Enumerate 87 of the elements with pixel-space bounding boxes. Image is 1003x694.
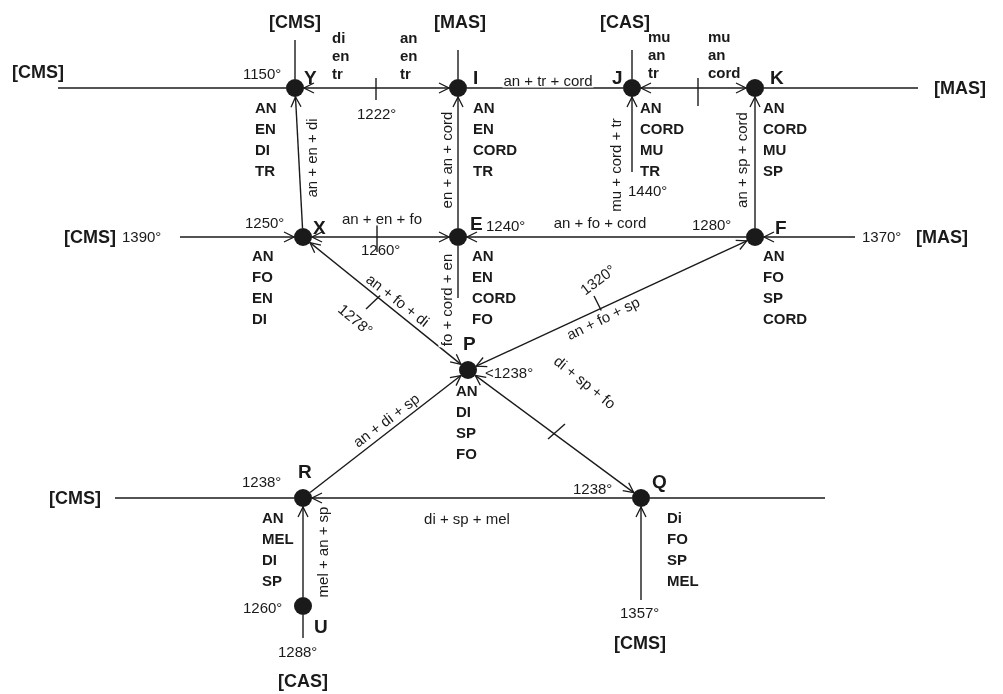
boundary-line xyxy=(649,497,826,499)
point-letter: F xyxy=(775,218,787,237)
boundary-line xyxy=(457,49,459,80)
arrow xyxy=(466,231,747,243)
assemblage-label: an en tr xyxy=(400,29,418,83)
field-label: [CMS] xyxy=(614,634,666,652)
point-letter: U xyxy=(314,617,328,636)
point-letter: R xyxy=(298,462,312,481)
arrow xyxy=(297,506,309,598)
assemblage-label: AN CORD MU TR xyxy=(640,98,685,181)
field-label: [CMS] xyxy=(64,228,116,246)
temperature-label: 1288° xyxy=(278,644,318,659)
field-label: [CMS] xyxy=(269,13,321,31)
arrow xyxy=(311,231,450,243)
boundary-line xyxy=(302,614,304,639)
arrow xyxy=(309,241,462,366)
edge-label: mel + an + sp xyxy=(314,505,330,599)
edge-label: fo + cord + en xyxy=(438,252,454,348)
temperature-label: 1260° xyxy=(361,242,401,257)
boundary-line xyxy=(466,87,624,89)
point-letter: K xyxy=(770,68,784,87)
field-label: [MAS] xyxy=(934,79,986,97)
boundary-line xyxy=(57,87,287,89)
point-letter: X xyxy=(313,218,326,237)
temperature-label: 1222° xyxy=(357,106,397,121)
assemblage-label: Di FO SP MEL xyxy=(667,508,699,591)
boundary-line xyxy=(631,49,633,80)
assemblage-label: AN DI SP FO xyxy=(456,381,478,464)
boundary-line xyxy=(294,39,296,80)
boundary-line xyxy=(114,497,295,499)
point-letter: P xyxy=(463,334,476,353)
boundary-line xyxy=(763,87,919,89)
assemblage-label: AN FO SP CORD xyxy=(763,246,808,329)
edge-label: an + tr + cord xyxy=(502,72,594,88)
point-letter: Y xyxy=(304,68,317,87)
arrow xyxy=(309,374,462,494)
temperature-label: 1238° xyxy=(242,474,282,489)
temperature-label: 1357° xyxy=(620,605,660,620)
temperature-label: 1370° xyxy=(862,229,902,244)
field-label: [MAS] xyxy=(916,228,968,246)
point-letter: Q xyxy=(652,472,667,491)
temperature-label: 1280° xyxy=(692,217,732,232)
arrow xyxy=(475,239,748,368)
temperature-label: 1238° xyxy=(573,481,613,496)
field-label: [MAS] xyxy=(434,13,486,31)
assemblage-label: AN EN DI TR xyxy=(255,98,277,181)
assemblage-label: AN EN CORD FO xyxy=(472,246,517,329)
arrow xyxy=(179,231,295,243)
edge-label: di + sp + mel xyxy=(423,510,511,526)
temperature-label: <1238° xyxy=(485,365,534,380)
arrow xyxy=(763,231,856,243)
edge-label: an + fo + cord xyxy=(552,214,648,230)
assemblage-label: mu an cord xyxy=(708,28,741,82)
field-label: [CAS] xyxy=(278,672,328,690)
arrow xyxy=(311,492,633,504)
arrow xyxy=(626,96,638,173)
assemblage-label: AN CORD MU SP xyxy=(763,98,808,181)
temperature-label: 1390° xyxy=(122,229,162,244)
arrow xyxy=(640,82,747,94)
temperature-label: 1250° xyxy=(245,215,285,230)
assemblage-label: AN FO EN DI xyxy=(252,246,274,329)
edge-label: en + an + cord xyxy=(438,110,454,210)
temperature-label: 1240° xyxy=(486,218,526,233)
assemblage-label: AN EN CORD TR xyxy=(473,98,518,181)
field-label: [CAS] xyxy=(600,13,650,31)
arrow xyxy=(303,82,450,94)
arrow xyxy=(635,506,647,601)
assemblage-label: AN MEL DI SP xyxy=(262,508,294,591)
point-letter: E xyxy=(470,214,483,233)
arrow xyxy=(749,96,761,229)
point-letter: J xyxy=(612,68,623,87)
field-label: [CMS] xyxy=(12,63,64,81)
edge-label: an + sp + cord xyxy=(733,111,749,209)
boundary-line xyxy=(457,245,459,299)
assemblage-label: di en tr xyxy=(332,29,350,83)
assemblage-label: mu an tr xyxy=(648,28,671,82)
arrow xyxy=(474,374,635,494)
edge-label: an + en + fo xyxy=(340,210,424,226)
edge-label: mu + cord + tr xyxy=(607,117,623,213)
field-label: [CMS] xyxy=(49,489,101,507)
temperature-label: 1440° xyxy=(628,183,668,198)
arrow xyxy=(290,96,304,229)
arrow xyxy=(452,96,464,229)
temperature-label: 1260° xyxy=(243,600,283,615)
edge-label: an + en + di xyxy=(303,117,319,199)
temperature-label: 1150° xyxy=(243,66,282,81)
point-letter: I xyxy=(473,68,479,87)
